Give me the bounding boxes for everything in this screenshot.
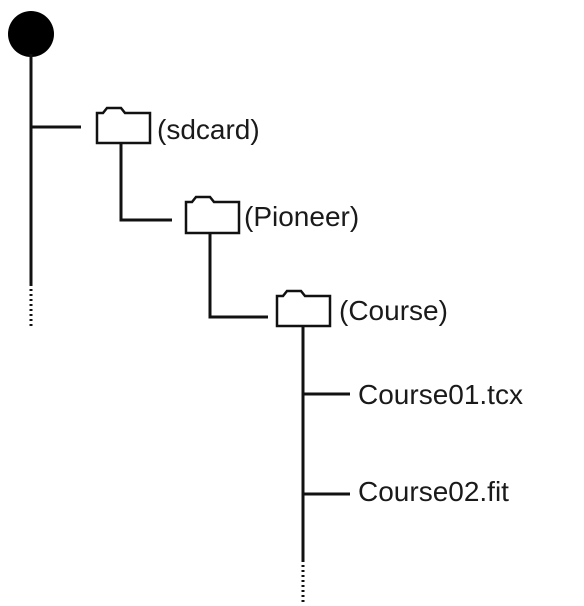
course-branch-line [208, 233, 268, 319]
sdcard-folder-label: (sdcard) [157, 114, 260, 145]
course02-file-label: Course02.fit [358, 476, 509, 507]
course01-file-label: Course01.tcx [358, 379, 523, 410]
pioneer-branch-line [119, 143, 172, 222]
course-folder-icon [275, 289, 332, 328]
pioneer-folder-label: (Pioneer) [244, 201, 360, 232]
root-node [8, 11, 54, 57]
sdcard-folder-icon [95, 106, 152, 145]
course-folder-label: (Course) [339, 295, 448, 326]
pioneer-folder-icon [184, 195, 241, 235]
